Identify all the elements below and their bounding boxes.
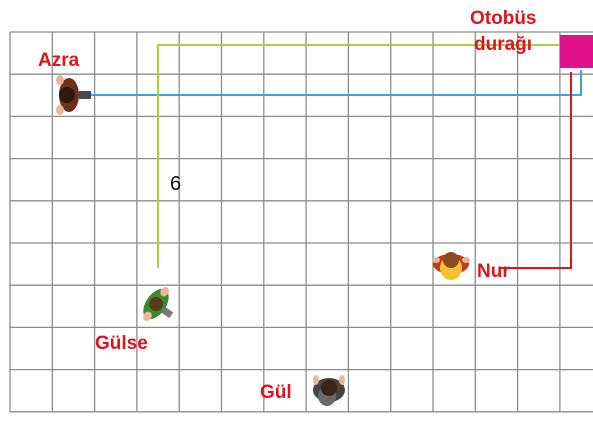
- routes: [88, 45, 581, 268]
- bus-stop-marker: [560, 35, 593, 68]
- bus-stop-label-line1: Otobüs: [470, 8, 537, 29]
- grid: [10, 32, 593, 412]
- azra-figure-icon: [56, 75, 91, 115]
- nur-label: Nur: [477, 261, 510, 282]
- distance-label: 6: [170, 173, 181, 195]
- bus-stop-label-line2: durağı: [474, 34, 532, 55]
- nur-figure-icon: [432, 252, 470, 280]
- gulse-label: Gülse: [95, 333, 148, 354]
- gul-figure-icon: [313, 375, 345, 406]
- azra-label: Azra: [38, 50, 80, 71]
- gulse-route-line: [158, 45, 575, 268]
- gulse-figure-icon: [136, 282, 183, 331]
- gul-label: Gül: [260, 382, 292, 403]
